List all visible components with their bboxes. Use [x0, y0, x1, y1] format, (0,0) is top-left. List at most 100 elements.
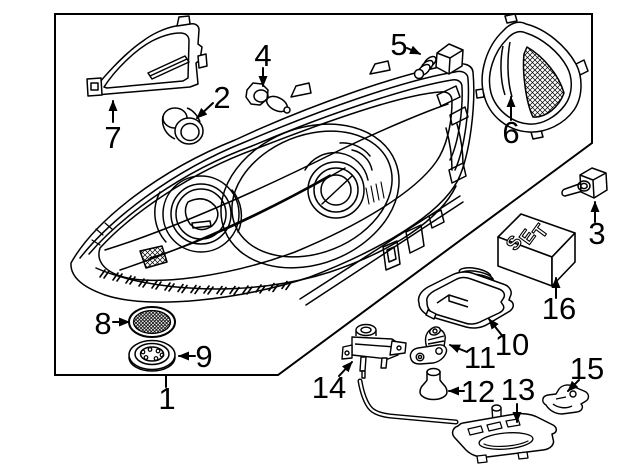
- lower-bracket-tab: [382, 240, 401, 271]
- sensor-cap-inner: [360, 326, 372, 334]
- sensor-arm-hole: [396, 345, 402, 351]
- cutout-bar: [191, 220, 212, 229]
- bracket-right-tab: [197, 53, 208, 69]
- callout-14: 14: [312, 361, 353, 405]
- arrow: [567, 379, 580, 392]
- callout-1-label: 1: [158, 381, 175, 416]
- bracket-inner: [103, 32, 190, 89]
- part-16-set-box: SET: [497, 213, 576, 287]
- callout-16: 16: [542, 277, 576, 326]
- callout-11: 11: [449, 340, 496, 375]
- callout-6: 6: [502, 96, 520, 150]
- callout-14-label: 14: [312, 370, 346, 405]
- small-projector: [154, 175, 243, 253]
- bracket-brace: [147, 55, 190, 80]
- bulb4-socket-inner: [253, 89, 269, 103]
- retainer-feet: [476, 451, 529, 464]
- module-plate-inner: [426, 276, 506, 325]
- lens-core: [320, 174, 352, 206]
- plug-body: [419, 371, 448, 401]
- bezel-inner-lines: [500, 41, 513, 98]
- callout-1: 1: [158, 375, 176, 416]
- callouts: 1 2 3 4 5 6 7 8: [94, 27, 606, 423]
- callout-2-label: 2: [213, 80, 230, 115]
- outer-ring: [170, 183, 232, 245]
- callout-3: 3: [588, 201, 606, 251]
- bottom-rim-slashes: [99, 269, 292, 296]
- callout-15-label: 15: [570, 351, 604, 386]
- top-tab-2: [369, 60, 391, 75]
- cap-inner-ring: [180, 122, 200, 142]
- reflector-bowl-inner: [231, 130, 393, 258]
- part-15-clip: [542, 384, 590, 415]
- callout-2: 2: [196, 80, 231, 119]
- bracket11-hole-2: [435, 347, 443, 355]
- rod-inner: [358, 379, 458, 424]
- callout-8: 8: [94, 306, 130, 341]
- cap9-mid: [134, 342, 170, 366]
- sensor-foot-hole: [344, 350, 350, 356]
- bracket11-hole-1b: [417, 354, 423, 360]
- reflector-bowl: [220, 123, 400, 269]
- lens-sweep-line: [104, 103, 449, 251]
- callout-13: 13: [501, 372, 535, 423]
- bezel-inner-ring: [488, 30, 572, 125]
- surround-arc-left: [154, 191, 167, 243]
- setbox-right-face: [551, 232, 576, 287]
- arrow: [488, 318, 505, 339]
- callout-7-label: 7: [104, 120, 121, 155]
- bulb3-cube-edges: [579, 172, 607, 199]
- retainer-plate: [451, 412, 557, 458]
- lens-ring-2: [313, 167, 359, 213]
- part-8-vent-mesh: [128, 306, 176, 338]
- projector-cutout: [184, 198, 219, 231]
- bracket-end-clip: [86, 77, 103, 97]
- sensor-legs: [359, 356, 388, 372]
- callout-12: 12: [448, 374, 495, 409]
- bulb3-ring: [577, 180, 591, 192]
- callout-10-label: 10: [495, 327, 529, 362]
- callout-16-label: 16: [542, 291, 576, 326]
- retainer-oval-line: [483, 440, 529, 447]
- retainer-pin-top: [491, 404, 502, 412]
- clip-outline: [542, 384, 590, 415]
- bulb3-ring-inner: [580, 182, 588, 190]
- bezel-hatch-area: [522, 46, 565, 118]
- right-fin-1: [436, 85, 461, 107]
- rim-line-inner: [88, 79, 463, 255]
- cap9-holes: [140, 347, 165, 361]
- callout-8-label: 8: [94, 306, 111, 341]
- right-edge-lines: [445, 123, 464, 171]
- bulb4-tip: [283, 106, 291, 114]
- top-tab-1: [290, 82, 312, 98]
- part-5-bulb: [413, 43, 464, 80]
- bracket11-ribs: [427, 335, 445, 345]
- lens-arc: [304, 151, 369, 181]
- bezel-top-tab: [504, 13, 518, 24]
- sensor-pin: [361, 370, 366, 379]
- lower-band-line: [95, 185, 457, 290]
- bulb5-cube-edges: [436, 49, 464, 75]
- tip-marks: [91, 222, 113, 246]
- arrow: [196, 102, 214, 119]
- cap-body-lines: [161, 107, 201, 140]
- bracket11-hole-1: [415, 352, 425, 362]
- retainer-oval: [478, 432, 534, 450]
- clip-inner-lines: [552, 396, 573, 409]
- large-projector: [220, 123, 400, 269]
- arrow: [449, 344, 468, 353]
- arrow: [406, 45, 421, 55]
- callout-7: 7: [104, 100, 122, 155]
- callout-11-label: 11: [464, 340, 496, 375]
- callout-4-label: 4: [254, 38, 271, 73]
- callout-3-label: 3: [588, 216, 605, 251]
- part-12-plug: [419, 367, 448, 401]
- callout-9: 9: [178, 339, 213, 374]
- vent-hatch: [365, 181, 385, 205]
- bracket-top-tab: [176, 15, 191, 27]
- callout-12-label: 12: [461, 374, 495, 409]
- bracket11-top-hole: [432, 328, 438, 334]
- right-fin-3: [448, 162, 467, 184]
